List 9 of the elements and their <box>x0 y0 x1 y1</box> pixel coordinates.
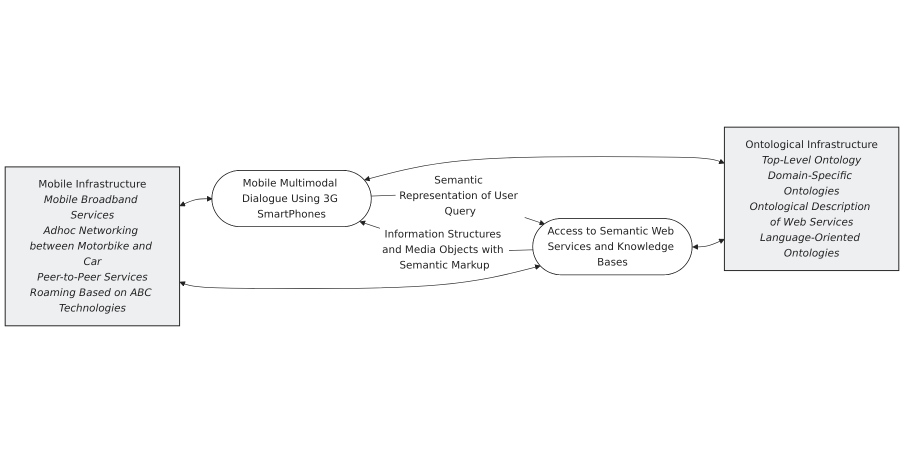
arrow <box>180 264 541 289</box>
ellipse-node: Mobile Multimodal Dialogue Using 3G SmartPhones <box>212 170 372 227</box>
infrastructure-box: Ontological Infrastructure Top-Level Ontology Domain-Specific Ontologies Ontological Description of Web Services Language-Oriented Ontologies <box>724 126 900 272</box>
arrow <box>180 196 212 206</box>
arrow <box>692 238 725 250</box>
arrow <box>364 156 725 182</box>
edge-label: Information Structures and Media Objects with Semantic Markup <box>380 226 510 274</box>
ellipse-node: Access to Semantic Web Services and Knowledge Bases <box>532 218 692 276</box>
infrastructure-box: Mobile Infrastructure Mobile Broadband Services Adhoc Networking between Motorbike and Car Peer-to-Peer Services Roaming Based on ABC Technologies <box>4 166 180 326</box>
